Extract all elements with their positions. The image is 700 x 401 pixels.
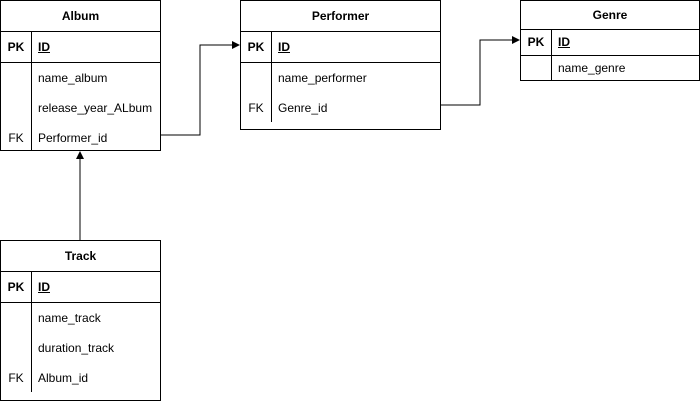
entity-track[interactable]: Track PK ID name_track duration_track FK… — [0, 240, 161, 401]
pk-label: PK — [247, 40, 265, 54]
entity-title: Genre — [521, 1, 699, 30]
pk-label: PK — [7, 40, 25, 54]
field-name: ID — [38, 40, 50, 54]
key-label — [1, 93, 31, 123]
pk-row[interactable]: PK ID — [1, 32, 160, 63]
column-divider — [271, 31, 272, 62]
key-label — [521, 56, 551, 81]
field-row[interactable]: name_genre — [521, 56, 699, 82]
key-label — [241, 63, 271, 93]
field-name: Genre_id — [278, 101, 328, 115]
field-name: name_performer — [278, 71, 367, 85]
column-divider — [31, 31, 32, 62]
column-divider — [31, 62, 32, 150]
entity-title: Performer — [241, 1, 440, 32]
column-divider — [31, 302, 32, 392]
pk-row[interactable]: PK ID — [1, 272, 160, 303]
field-name: ID — [558, 35, 570, 49]
pk-row[interactable]: PK ID — [241, 32, 440, 63]
field-row[interactable]: name_album — [1, 63, 160, 93]
field-name: Performer_id — [38, 131, 108, 145]
field-name: Album_id — [38, 371, 89, 385]
entity-title: Track — [1, 241, 160, 272]
key-label — [1, 333, 31, 363]
pk-label: PK — [527, 35, 545, 49]
field-row[interactable]: FK Genre_id — [241, 93, 440, 123]
field-row[interactable]: release_year_ALbum — [1, 93, 160, 123]
column-divider — [31, 271, 32, 302]
field-name: ID — [38, 280, 50, 294]
fk-label: FK — [8, 371, 24, 385]
pk-row[interactable]: PK ID — [521, 30, 699, 56]
entity-album[interactable]: Album PK ID name_album release_year_ALbu… — [0, 0, 161, 151]
field-name: name_genre — [558, 61, 626, 75]
entity-genre[interactable]: Genre PK ID name_genre — [520, 0, 700, 81]
field-row[interactable]: name_track — [1, 303, 160, 333]
field-name: name_album — [38, 71, 108, 85]
field-row[interactable]: FK Performer_id — [1, 123, 160, 153]
field-name: release_year_ALbum — [38, 101, 153, 115]
field-row[interactable]: FK Album_id — [1, 363, 160, 393]
relation-performer-genre — [440, 36, 520, 106]
entity-performer[interactable]: Performer PK ID name_performer FK Genre_… — [240, 0, 441, 130]
fk-label: FK — [8, 131, 24, 145]
key-label — [1, 303, 31, 333]
key-label — [1, 63, 31, 93]
field-name: name_track — [38, 311, 101, 325]
pk-label: PK — [7, 280, 25, 294]
field-name: duration_track — [38, 341, 115, 355]
field-name: ID — [278, 40, 290, 54]
field-row[interactable]: duration_track — [1, 333, 160, 363]
fk-label: FK — [248, 101, 264, 115]
relation-album-performer — [160, 41, 240, 136]
column-divider — [551, 29, 552, 80]
entity-title: Album — [1, 1, 160, 32]
column-divider — [271, 62, 272, 122]
field-row[interactable]: name_performer — [241, 63, 440, 93]
